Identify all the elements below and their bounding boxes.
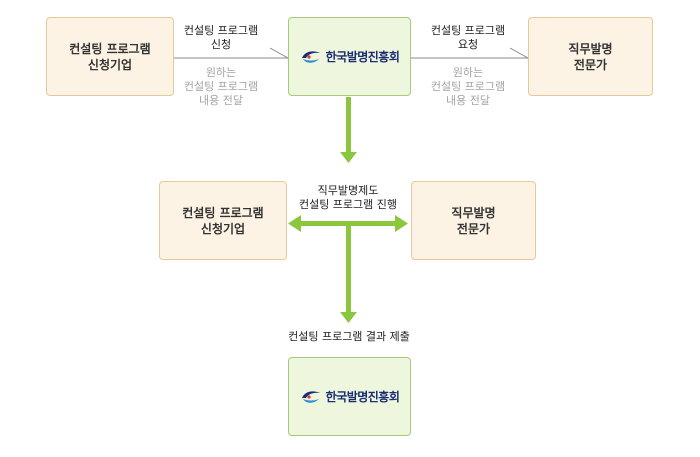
org-logo: 한국발명진흥회: [300, 389, 400, 405]
box-line1: 컨설팅 프로그램: [69, 41, 151, 56]
org-emblem-icon: [301, 390, 320, 403]
org-name: 한국발명진흥회: [325, 389, 400, 404]
org-name: 한국발명진흥회: [325, 49, 400, 64]
label-line: 원하는: [205, 66, 237, 79]
green-arrowhead-right: [395, 215, 408, 232]
green-double-arrow-shaft: [299, 221, 397, 226]
box-line1: 컨설팅 프로그램: [182, 205, 264, 220]
label-line: 컨설팅 프로그램: [430, 24, 506, 37]
box-line2: 전문가: [573, 57, 608, 72]
label-line: 컨설팅 프로그램 진행: [298, 198, 398, 211]
connector-arrowhead-request: [509, 47, 529, 59]
org-logo: 한국발명진흥회: [300, 49, 400, 65]
apply-sub-label: 원하는 컨설팅 프로그램 내용 전달: [176, 66, 266, 108]
label-line: 내용 전달: [446, 94, 490, 107]
org-emblem-icon: [301, 50, 320, 63]
org-logo-box-bottom: 한국발명진흥회: [288, 357, 411, 436]
label-line: 직무발명제도: [317, 184, 379, 197]
box-line2: 전문가: [456, 221, 491, 236]
box-line2: 신청기업: [87, 57, 133, 72]
green-arrowhead-2: [340, 312, 357, 323]
green-arrowhead-left: [288, 215, 301, 232]
green-arrow-shaft-2: [346, 226, 351, 312]
applicant-company-box-top: 컨설팅 프로그램 신청기업: [46, 17, 174, 96]
progress-label: 직무발명제도 컨설팅 프로그램 진행: [284, 184, 412, 212]
box-line2: 신청기업: [200, 221, 246, 236]
green-arrow-shaft-1: [346, 97, 351, 152]
label-line: 컨설팅 프로그램: [183, 80, 259, 93]
label-line: 컨설팅 프로그램: [183, 24, 259, 37]
applicant-company-box-mid: 컨설팅 프로그램 신청기업: [159, 181, 287, 260]
result-label: 컨설팅 프로그램 결과 제출: [288, 330, 410, 343]
expert-box-top: 직무발명 전문가: [528, 17, 653, 96]
label-line: 신청: [210, 38, 232, 51]
label-line: 원하는: [452, 66, 484, 79]
box-line1: 직무발명: [451, 205, 496, 220]
connector-arrowhead-apply: [269, 47, 289, 59]
expert-box-mid: 직무발명 전문가: [411, 181, 536, 260]
green-arrowhead-1: [340, 152, 357, 163]
label-line: 내용 전달: [199, 94, 243, 107]
request-sub-label: 원하는 컨설팅 프로그램 내용 전달: [420, 66, 516, 108]
apply-label: 컨설팅 프로그램 신청: [176, 24, 266, 52]
label-line: 컨설팅 프로그램: [430, 80, 506, 93]
label-line: 요청: [457, 38, 479, 51]
org-logo-box-top: 한국발명진흥회: [288, 17, 411, 96]
request-label: 컨설팅 프로그램 요청: [420, 24, 516, 52]
box-line1: 직무발명: [568, 41, 613, 56]
